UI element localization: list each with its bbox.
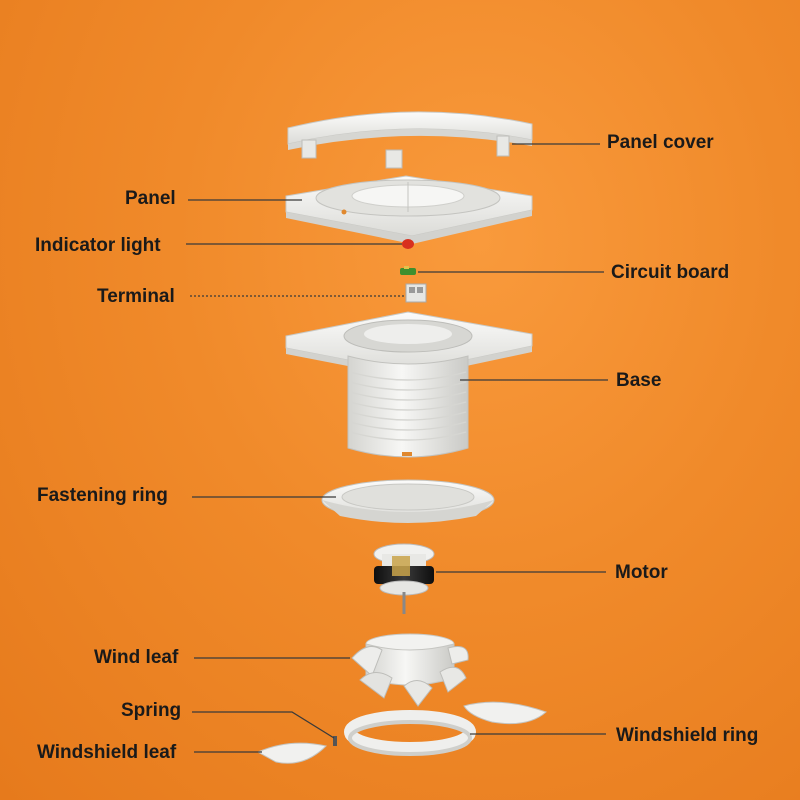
label-windshield-leaf: Windshield leaf — [37, 742, 177, 763]
label-windshield-ring: Windshield ring — [616, 725, 759, 746]
motor-part — [373, 543, 435, 614]
leader-line-spring — [192, 711, 335, 739]
circuit-board-part — [400, 266, 416, 275]
windshield-leaf-part — [256, 742, 327, 764]
windshield-ring-part — [344, 710, 476, 756]
label-spring: Spring — [121, 700, 182, 721]
wind-leaf-part — [351, 633, 469, 707]
label-motor: Motor — [615, 562, 668, 583]
panel-part — [285, 175, 533, 244]
indicator-light-part — [402, 239, 414, 249]
label-base: Base — [616, 370, 662, 391]
terminal-part — [405, 283, 427, 303]
label-wind-leaf: Wind leaf — [94, 647, 179, 668]
spring-part — [333, 736, 337, 746]
label-panel: Panel — [125, 188, 176, 209]
panel-cover-part — [287, 111, 533, 169]
label-fastening-ring: Fastening ring — [37, 485, 168, 506]
label-panel-cover: Panel cover — [607, 132, 714, 153]
label-circuit-board: Circuit board — [611, 262, 730, 283]
windshield-leaf-part-right — [463, 701, 547, 725]
label-indicator-light: Indicator light — [35, 235, 161, 256]
base-part — [285, 311, 533, 458]
fastening-ring-part — [321, 479, 495, 523]
label-terminal: Terminal — [97, 286, 175, 307]
